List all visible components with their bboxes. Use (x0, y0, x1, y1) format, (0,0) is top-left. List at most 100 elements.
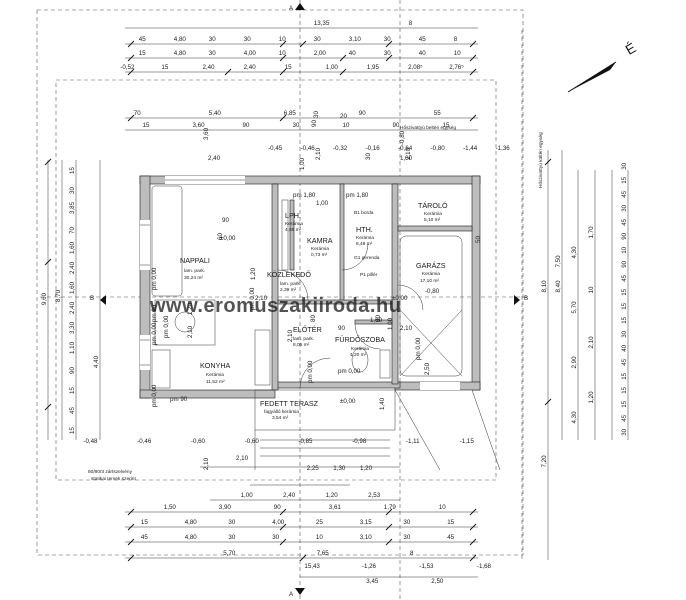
dimension-value: 1,70 (588, 226, 595, 239)
dimension-value: 4,80 (174, 50, 187, 57)
dimension-ticks (44, 40, 552, 562)
room-area: 30,24 m² (184, 275, 203, 281)
dimension-value: -0,48 (83, 438, 98, 445)
section-label-a-bottom: A (289, 591, 294, 598)
dimension-value: 80 (310, 315, 317, 322)
dimension-value: 70 (134, 110, 141, 117)
dimension-value: 4,80 (174, 36, 187, 43)
room-tarolo: TÁROLÓ Kerámia 5,10 m² (418, 201, 448, 223)
dimension-value: 15 (69, 387, 76, 394)
section-markers (100, 3, 520, 595)
dimension-value: -0,32 (333, 145, 348, 152)
dimension-value: 30 (228, 534, 235, 541)
dimension-value: 4,80 (185, 534, 198, 541)
dimension-value: 15 (621, 302, 628, 309)
room-kozlekedo: KÖZLEKEDŐ lam. park. 2,39 m² (267, 270, 311, 293)
room-name: FEDETT TERASZ (260, 399, 319, 408)
dimension-value: 8 (409, 20, 413, 27)
room-area: 2,39 m² (280, 287, 297, 293)
dimension-value: 30 (384, 50, 391, 57)
room-garazs: GARÁZS Kerámia 17,10 m² (416, 261, 446, 284)
room-floor: Kerámia (311, 246, 329, 252)
dimension-value: 3,85 (69, 201, 76, 214)
room-name: KAMRA (307, 236, 333, 245)
elevation-label: ±0,00 (392, 295, 408, 302)
dimension-value: 1,00 (326, 64, 339, 71)
room-area: 4,20 m² (350, 352, 367, 358)
dimension-value: 5,70 (223, 550, 236, 557)
room-eloter: ELŐTÉR lam. park. 8,05 m² (293, 325, 322, 348)
dimension-value: 90 (393, 122, 400, 129)
dimension-value: 70 (69, 227, 76, 234)
dimension-value: 2,00 (314, 50, 327, 57)
dimension-value: 3,30 (69, 321, 76, 334)
dimension-value: 40 (621, 344, 628, 351)
dimension-value: 1,40 (379, 397, 386, 410)
dimension-value: 45 (69, 407, 76, 414)
dimension-value: 50 (475, 236, 482, 243)
dimension-value: 30 (621, 162, 628, 169)
room-kamra: KAMRA Kerámia 0,73 m² (307, 236, 333, 258)
dimension-value: 8 (454, 36, 458, 43)
room-area: 3,54 m² (272, 415, 289, 421)
watermark-text: www.eromuszakiiroda.hu (149, 295, 401, 317)
room-floor: lam. park. (293, 336, 314, 342)
dimension-value: -0,80 (425, 288, 440, 295)
room-name: ELŐTÉR (293, 325, 322, 334)
dimension-value: 2,08⁵ (408, 64, 423, 71)
dimension-value: 30 (403, 519, 410, 526)
dimension-value: 30 (365, 153, 372, 160)
dimension-value: -0,52 (120, 64, 135, 71)
dimension-value: 90 (621, 232, 628, 239)
dimension-value: 15 (161, 64, 168, 71)
walls (139, 175, 481, 399)
dimension-value: 25 (316, 519, 323, 526)
dimension-value: 30 (403, 534, 410, 541)
dimension-value: -1,68 (477, 563, 492, 570)
dimension-value: 30 (69, 187, 76, 194)
dimension-value: 4,30 (571, 411, 578, 424)
dimension-value: 1,30 (333, 465, 346, 472)
dimension-value: 3,60 (193, 122, 206, 129)
annotations: Hőszivattyú kültéri egység Hőszivattyú b… (88, 5, 544, 598)
level-label: pm 0,00 (249, 287, 256, 310)
dimension-value: 30 (621, 428, 628, 435)
dimension-value: 1,20 (360, 465, 373, 472)
section-label-b-left: B (90, 295, 94, 302)
dimension-value: 2,10 (236, 455, 249, 462)
dimension-value: 4,00 (244, 50, 257, 57)
dimension-value: 7,65 (317, 550, 330, 557)
heat-pump-outdoor-label: Hőszivattyú kültéri egység (538, 132, 544, 188)
dimension-value: 1,20 (250, 267, 257, 280)
room-area: 17,10 m² (420, 278, 439, 284)
dimension-value: 30 (272, 534, 279, 541)
room-name: GARÁZS (416, 261, 446, 270)
dimension-value: -0,16 (366, 145, 381, 152)
dimension-value: -0,46 (301, 145, 316, 152)
dimension-value: 45 (621, 414, 628, 421)
dimension-value: 30 (293, 122, 300, 129)
room-name: HTH. (356, 225, 373, 234)
dimension-value: 30 (209, 50, 216, 57)
dimension-value: 2,10 (287, 329, 294, 342)
dimension-value: 1,60 (69, 281, 76, 294)
room-name: NAPPALI (180, 256, 210, 265)
section-label-a-top: A (289, 5, 294, 12)
room-nappali: NAPPALI lam. park. 30,24 m² (180, 256, 210, 281)
level-label: pm 0,00 (338, 368, 361, 375)
room-name: KONYHA (200, 361, 231, 370)
dimension-value: 2,40 (69, 301, 76, 314)
dimension-value: 7,50 (555, 255, 562, 268)
dimension-value: 15 (69, 167, 76, 174)
dimension-value: 1,20 (187, 302, 194, 315)
dimension-value: 2,10 (203, 457, 210, 470)
room-floor: Kerámia (356, 235, 374, 241)
dimension-value: 30 (621, 204, 628, 211)
dimension-value: 6,85 (284, 110, 297, 117)
room-area: 11,52 m² (206, 379, 225, 385)
dimension-value: 10 (588, 286, 595, 293)
level-label: pm 0,00 (307, 360, 314, 383)
dimension-value: 2,50 (431, 578, 444, 585)
